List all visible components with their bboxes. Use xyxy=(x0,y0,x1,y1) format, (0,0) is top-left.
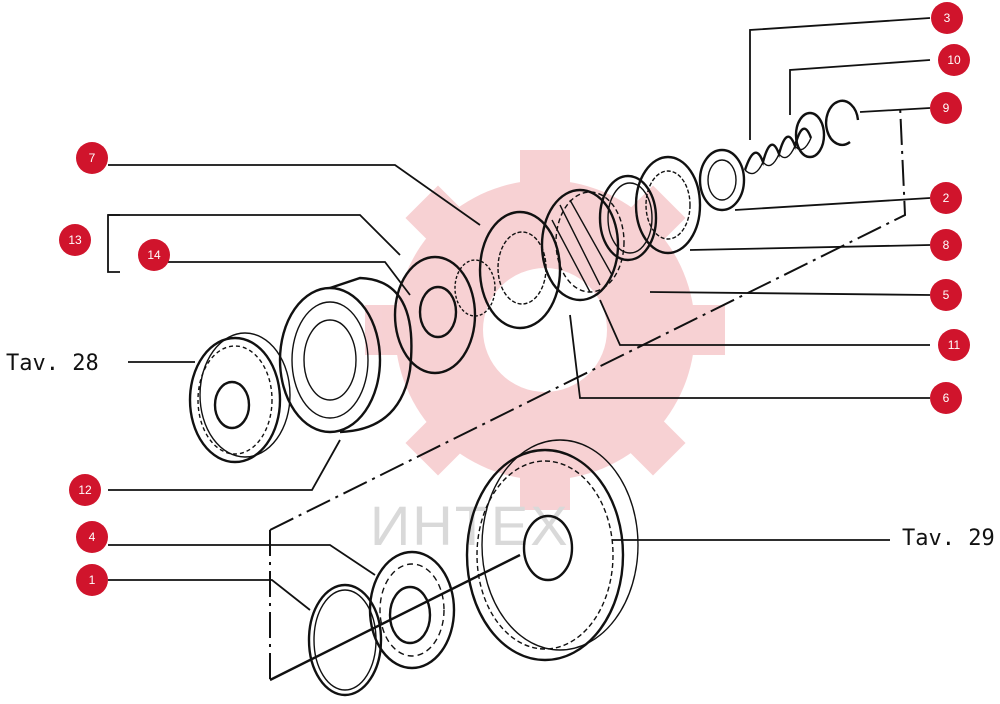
reference-tav29: Tav. 29 xyxy=(902,526,995,551)
callout-badge-1: 1 xyxy=(76,564,108,596)
part-gear-large xyxy=(465,439,639,662)
callout-badge-2: 2 xyxy=(930,182,962,214)
bracket-13 xyxy=(107,214,120,273)
part-roller-cage xyxy=(540,188,625,302)
callout-badge-3: 3 xyxy=(931,2,963,34)
part-carrier xyxy=(634,155,702,255)
callout-badge-14: 14 xyxy=(138,239,170,271)
callout-label: 14 xyxy=(147,248,161,262)
part-clutch-drum xyxy=(278,276,413,434)
callout-label: 7 xyxy=(89,151,96,165)
part-snap-ring-9 xyxy=(824,99,860,147)
callout-label: 9 xyxy=(943,101,950,115)
part-washer xyxy=(698,148,746,212)
callout-label: 10 xyxy=(947,53,961,67)
callout-label: 4 xyxy=(89,530,96,544)
axis-line xyxy=(269,104,907,531)
watermark-text: ИНТЕХ xyxy=(370,494,570,557)
callout-label: 6 xyxy=(943,391,950,405)
part-snap-ring-5 xyxy=(598,174,658,262)
part-ring-10 xyxy=(794,111,826,159)
callout-label: 1 xyxy=(89,573,96,587)
callout-label: 11 xyxy=(948,338,961,352)
callout-badge-12: 12 xyxy=(69,474,101,506)
callout-badge-7: 7 xyxy=(76,142,108,174)
reference-tav28: Tav. 28 xyxy=(6,351,99,376)
callout-label: 12 xyxy=(78,483,92,497)
callout-label: 3 xyxy=(944,11,951,25)
callout-badge-5: 5 xyxy=(930,279,962,311)
leader-lines xyxy=(108,17,931,611)
callout-badge-9: 9 xyxy=(930,92,962,124)
callout-badge-10: 10 xyxy=(938,44,970,76)
callout-badge-8: 8 xyxy=(930,229,962,261)
part-gear-left xyxy=(188,332,291,464)
callout-badge-6: 6 xyxy=(930,382,962,414)
callout-label: 5 xyxy=(943,288,950,302)
callout-badge-4: 4 xyxy=(76,521,108,553)
callout-badge-13: 13 xyxy=(59,224,91,256)
callout-label: 8 xyxy=(943,238,950,252)
callout-label: 13 xyxy=(68,233,82,247)
callout-label: 2 xyxy=(943,191,950,205)
part-hub-plate xyxy=(393,255,496,375)
part-snap-ring-1 xyxy=(307,583,383,697)
callout-badge-11: 11 xyxy=(938,329,970,361)
